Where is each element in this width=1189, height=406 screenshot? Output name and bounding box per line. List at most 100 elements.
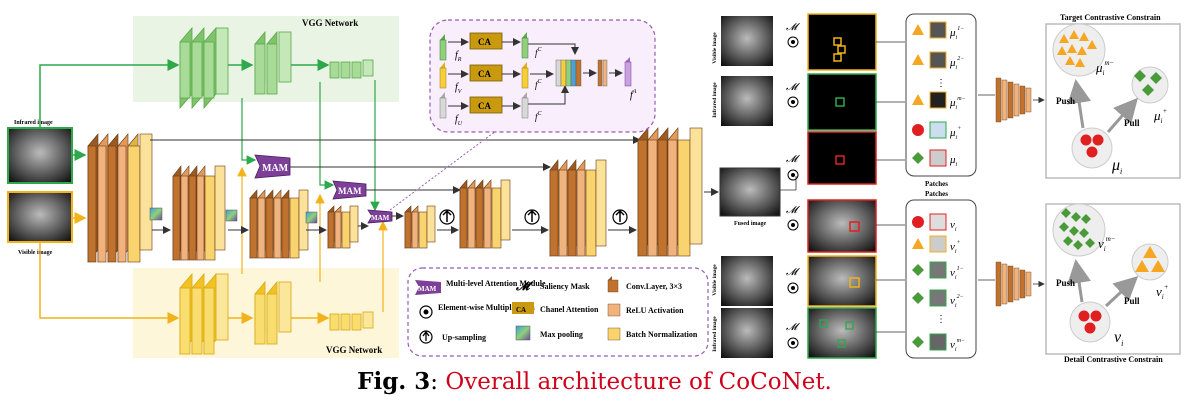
fused-image-label: Fused image (734, 221, 767, 227)
svg-text:MAM: MAM (338, 186, 362, 196)
target-title: Target Contrastive Constrain (1060, 13, 1161, 22)
pull-label-detail: Pull (1124, 296, 1140, 306)
legend-panel (407, 267, 709, 357)
visible-input-label: Visible image (18, 250, 53, 256)
svg-text:⋮: ⋮ (936, 314, 946, 325)
svg-text:𝓜: 𝓜 (786, 154, 801, 165)
decoder-stack-3 (549, 159, 607, 257)
svg-text:CA: CA (478, 69, 491, 79)
infrared-input-label: Infrared image (14, 120, 53, 126)
push-label-target: Push (1056, 96, 1075, 106)
svg-text:Multi-level Attention Module: Multi-level Attention Module (446, 279, 546, 288)
figure-caption: Fig. 3: Overall architecture of CoCoNet. (0, 368, 1189, 395)
svg-text:fC: fC (535, 111, 543, 122)
ca-blocks: CA CA CA (469, 32, 503, 114)
attention-conv (597, 59, 608, 87)
attention-inputs: fR fV fU (439, 34, 463, 127)
patches-label-2: Patches (925, 190, 948, 198)
patches-panel-bottom (905, 199, 977, 359)
svg-text:Saliency Mask: Saliency Mask (540, 282, 590, 291)
detail-diamonds (1059, 208, 1095, 250)
svg-text:𝓜: 𝓜 (786, 82, 801, 93)
svg-text:Infrared image: Infrared image (712, 316, 718, 352)
detail-circles (1078, 310, 1102, 334)
svg-text:CA: CA (478, 37, 491, 47)
decoder-stack-2 (459, 179, 511, 249)
svg-text:μi+: μi+ (1153, 107, 1167, 125)
svg-text:Visible image: Visible image (712, 32, 718, 64)
decoder-stack-1 (404, 205, 436, 249)
svg-text:MAM: MAM (371, 214, 390, 222)
attention-output (624, 61, 632, 87)
decoder-stack-4 (637, 127, 703, 257)
svg-text:Infrared image: Infrared image (712, 82, 718, 118)
attention-ca-outputs: fC fC fC (521, 32, 543, 122)
svg-text:νi2−: νi2− (950, 294, 964, 309)
caption-separator: : (430, 369, 446, 395)
patches-label-1: Patches (925, 180, 948, 188)
maxpool-2 (225, 209, 238, 222)
svg-text:𝓜: 𝓜 (786, 22, 801, 33)
attention-panel (429, 19, 656, 133)
svg-text:μi: μi (1111, 157, 1122, 176)
saliency-bottom: 𝓜 Visible image 𝓜 Infrared image 𝓜 (712, 199, 905, 359)
svg-text:νi: νi (1114, 329, 1123, 348)
maxpool-3 (305, 211, 318, 224)
encoder-stack-4 (327, 205, 359, 249)
vgg-bottom-blocks (179, 272, 374, 356)
detail-title: Detail Contrastive Constrain (1064, 355, 1163, 364)
svg-text:CA: CA (478, 101, 491, 111)
svg-text:μi2−: μi2− (949, 56, 964, 71)
svg-text:fC: fC (535, 79, 543, 90)
vgg-top-label: VGG Network (302, 18, 358, 28)
infrared-input-image (7, 127, 73, 184)
attention-concat (555, 59, 582, 87)
feature-extractor-bottom (978, 261, 1045, 307)
push-label-detail: Push (1056, 278, 1075, 288)
caption-fig-number: Fig. 3 (357, 368, 431, 395)
svg-text:μi: μi (949, 154, 958, 168)
svg-text:νim−: νim− (950, 338, 965, 353)
patches-top-items: μi1− μi2− ⋮ μim− μi+ μi (912, 21, 966, 168)
svg-text:μim−: μim− (1095, 59, 1115, 77)
svg-text:fU: fU (455, 114, 463, 127)
vgg-top-panel (133, 16, 399, 102)
svg-text:MAM: MAM (262, 163, 289, 174)
svg-text:𝓜: 𝓜 (786, 267, 801, 278)
svg-text:⋮: ⋮ (936, 78, 946, 89)
target-triangles (1057, 30, 1097, 67)
svg-text:Chanel Attention: Chanel Attention (540, 305, 599, 314)
detail-triangles (1135, 246, 1165, 272)
svg-text:CA: CA (516, 306, 526, 314)
svg-text:𝓜: 𝓜 (786, 322, 801, 333)
saliency-top: Visible image Infrared image 𝓜 𝓜 𝓜 (712, 13, 905, 191)
svg-text:νi1−: νi1− (950, 266, 964, 281)
svg-text:νi+: νi+ (950, 240, 961, 255)
visible-input-image (7, 191, 73, 243)
svg-text:νi: νi (950, 219, 957, 233)
encoder-stack-1 (87, 133, 153, 263)
fused-image (719, 167, 781, 217)
svg-text:μi+: μi+ (949, 126, 961, 141)
encoder-stack-2 (172, 165, 226, 261)
mam-module-3: MAM (367, 209, 393, 224)
maxpool-1 (149, 207, 163, 221)
mam-module-2: MAM (332, 180, 367, 200)
vgg-top-blocks (179, 26, 374, 110)
patches-bottom-items: νi νi+ νi1− νi2− ⋮ νim− (912, 213, 965, 353)
svg-text:𝓜: 𝓜 (786, 205, 801, 216)
svg-text:fR: fR (455, 50, 462, 63)
caption-text: Overall architecture of CoCoNet. (445, 369, 832, 395)
target-circles (1080, 134, 1104, 158)
feature-extractor-top (978, 77, 1045, 123)
svg-text:fC: fC (535, 47, 543, 58)
vgg-bottom-label: VGG Network (326, 345, 382, 355)
svg-text:μi1−: μi1− (949, 26, 964, 41)
svg-text:Visible image: Visible image (712, 264, 718, 296)
mam-module-1: MAM (254, 154, 291, 179)
legend-items: MAM Multi-level Attention Module Element… (415, 276, 698, 344)
pull-label-target: Pull (1124, 118, 1140, 128)
svg-text:μim−: μim− (949, 96, 966, 111)
svg-text:νim−: νim− (1098, 235, 1116, 253)
svg-text:Conv.Layer, 3×3: Conv.Layer, 3×3 (626, 282, 682, 291)
